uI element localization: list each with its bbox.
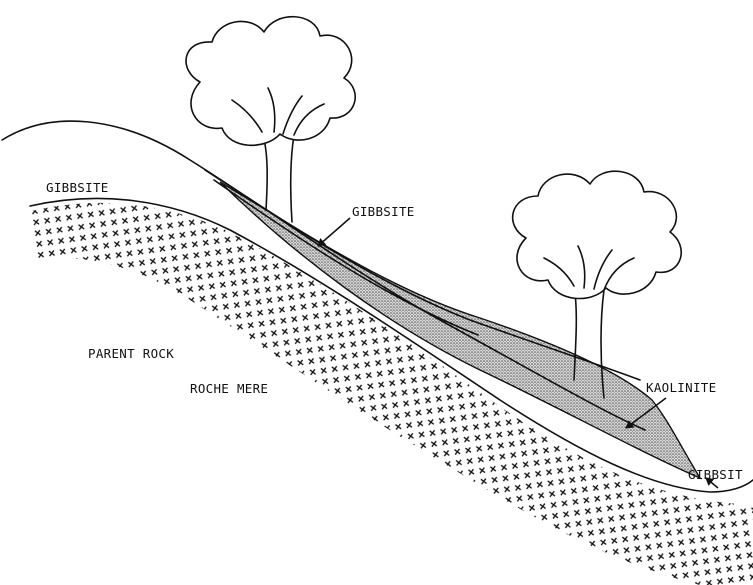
- label-gibbsite-middle: GIBBSITE: [352, 204, 415, 219]
- label-parent-rock: PARENT ROCK: [88, 346, 174, 361]
- gibbsite-middle-arrow: [318, 218, 350, 246]
- label-gibbsite-lower-right: GIBBSIT: [688, 467, 743, 482]
- label-gibbsite-upper-left: GIBBSITE: [46, 180, 109, 195]
- tree-icon: [186, 17, 355, 222]
- label-roche-mere: ROCHE MERE: [190, 381, 268, 396]
- label-kaolinite: KAOLINITE: [646, 380, 716, 395]
